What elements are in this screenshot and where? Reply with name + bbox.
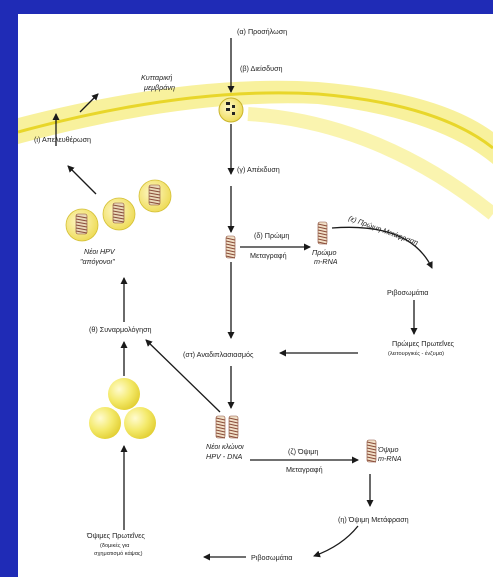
new-hpv-virion-3 (139, 180, 171, 212)
diagram-panel: (α) Προσήλωση (β) Διείσδυση Κυτταρική με… (18, 14, 493, 577)
label-early-proteins-2: (λειτουργικές - ένζυμα) (388, 350, 444, 357)
label-membrane-1: Κυτταρική (141, 73, 172, 82)
label-entry: (β) Διείσδυση (240, 64, 283, 73)
label-ribosomes-bottom: Ριβοσωμάτια (251, 553, 292, 562)
label-new-dna-1: Νέοι κλώνοι (206, 442, 244, 451)
label-new-hpv-1: Νέοι HPV (84, 247, 116, 256)
label-early-proteins-1: Πρώιμες Πρωτεΐνες (392, 339, 455, 348)
arrow-late-translation (314, 526, 358, 556)
label-late-mrna-2: m-RNA (378, 454, 402, 463)
label-late-transcription-2: Μεταγραφή (286, 465, 323, 474)
new-dna-clones (216, 416, 238, 438)
label-late-proteins-2: (δομικές για (100, 542, 130, 549)
hpv-life-cycle-diagram: (α) Προσήλωση (β) Διείσδυση Κυτταρική με… (18, 14, 493, 577)
new-hpv-virion-1 (66, 209, 98, 241)
label-ribosomes-top: Ριβοσωμάτια (387, 288, 428, 297)
virion-entering (219, 98, 243, 122)
capsomere-3 (124, 407, 156, 439)
label-late-transcription-1: (ζ) Όψιμη (288, 447, 318, 456)
arrow-virions-to-release (68, 166, 96, 194)
new-hpv-virion-2 (103, 198, 135, 230)
label-replication: (στ) Αναδιπλασιασμός (183, 350, 254, 359)
label-early-transcription-1: (δ) Πρώιμη (254, 231, 289, 240)
capsomere-2 (89, 407, 121, 439)
label-assembly: (θ) Συναρμολόγηση (89, 325, 152, 334)
label-attachment: (α) Προσήλωση (237, 27, 287, 36)
label-late-translation: (η) Όψιμη Μετάφραση (338, 515, 409, 524)
early-mrna-coil (318, 222, 327, 244)
label-release: (ι) Απελευθέρωση (34, 135, 91, 144)
label-new-hpv-2: "απόγονοι" (80, 257, 115, 266)
label-early-translation: (ε) Πρώιμη Μετάφραση (347, 213, 419, 247)
label-early-mrna-1: Πρώιμο (312, 248, 336, 257)
label-new-dna-2: HPV - DNA (206, 452, 243, 461)
label-late-mrna-1: Όψιμο (377, 445, 398, 454)
label-membrane-2: μεμβράνη (143, 83, 175, 92)
capsomere-1 (108, 378, 140, 410)
label-late-proteins-1: Όψιμες Πρωτεΐνες (86, 531, 145, 540)
viral-dna-coil (226, 236, 235, 258)
late-mrna-coil (367, 440, 376, 462)
label-early-transcription-2: Μεταγραφή (250, 251, 287, 260)
label-early-mrna-2: m-RNA (314, 257, 338, 266)
label-late-proteins-3: σχηματισμό κάψας) (94, 550, 143, 557)
label-uncoating: (γ) Απέκδυση (237, 165, 280, 174)
